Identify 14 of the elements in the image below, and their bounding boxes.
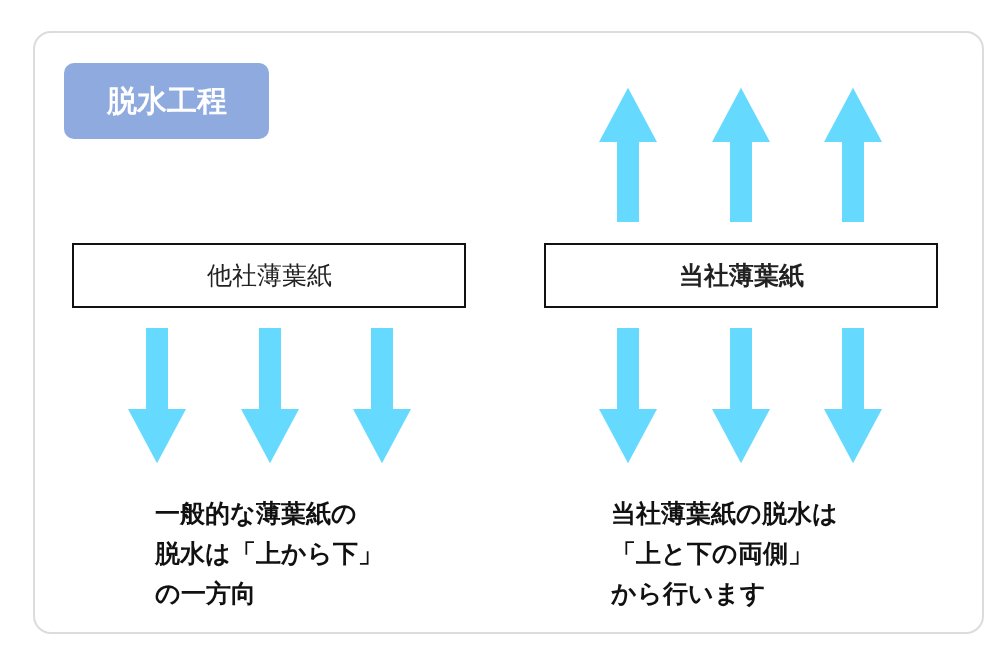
- arrow: [824, 87, 882, 222]
- arrow: [824, 328, 882, 464]
- arrow: [599, 87, 657, 222]
- description-text: 一般的な薄葉紙の脱水は「上から下」の一方向: [155, 498, 383, 610]
- paper-box: 他社薄葉紙: [72, 243, 466, 308]
- arrow: [599, 328, 657, 464]
- paper-box: 当社薄葉紙: [544, 243, 938, 308]
- arrow: [712, 87, 770, 222]
- arrow: [241, 328, 299, 464]
- title-badge: 脱水工程: [64, 63, 269, 139]
- description-text: 当社薄葉紙の脱水は「上と下の両側」から行います: [611, 498, 838, 610]
- arrow: [353, 328, 411, 464]
- arrow: [128, 328, 186, 464]
- arrow: [712, 328, 770, 464]
